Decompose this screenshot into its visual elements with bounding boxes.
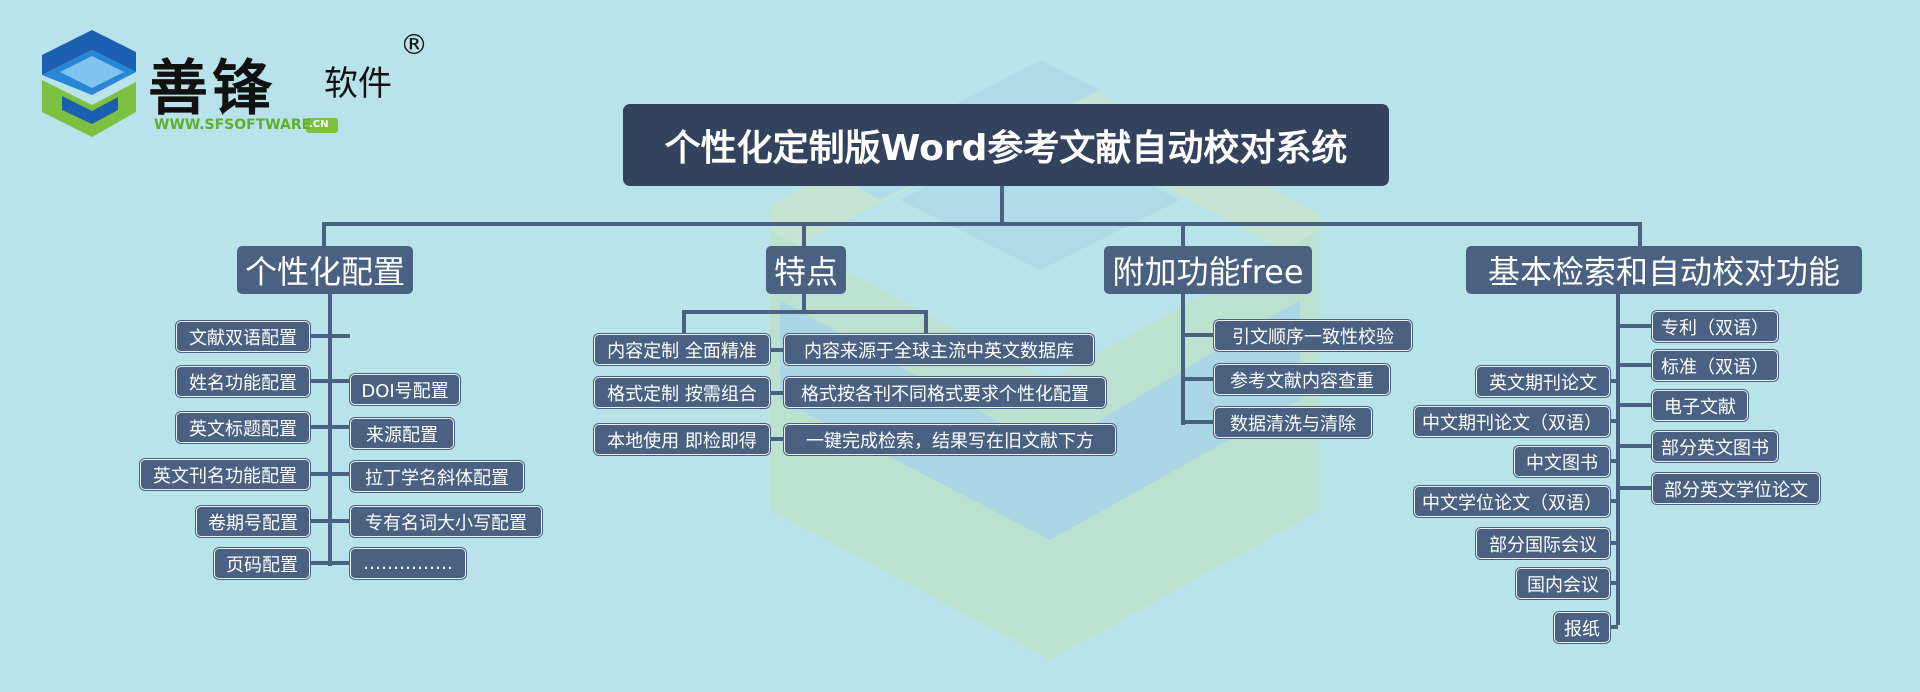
branch-extra-functions: 附加功能free	[1104, 246, 1312, 294]
basic-left-item: 中文期刊论文（双语）	[1414, 406, 1610, 437]
branch-basic-functions: 基本检索和自动校对功能	[1466, 246, 1862, 294]
extra-item: 引文顺序一致性校验	[1214, 320, 1412, 351]
registered-mark: ®	[400, 28, 428, 61]
brand-website: WWW.SFSOFTWARE	[154, 117, 312, 133]
brand-name: 善锋	[148, 54, 276, 124]
personal-left-item: 卷期号配置	[196, 506, 310, 537]
basic-left-item: 中文学位论文（双语）	[1414, 486, 1610, 517]
brand-domain: .CN	[309, 119, 329, 130]
basic-right-item: 部分英文图书	[1652, 431, 1778, 462]
basic-right-item: 标准（双语）	[1652, 350, 1778, 381]
personal-right-item: 专有名词大小写配置	[350, 506, 542, 537]
personal-left-item: 英文标题配置	[176, 412, 310, 443]
extra-item: 数据清洗与清除	[1214, 407, 1372, 438]
features-right-item: 格式按各刊不同格式要求个性化配置	[784, 377, 1106, 408]
personal-left-item: 姓名功能配置	[176, 366, 310, 397]
branch-features: 特点	[766, 246, 846, 294]
personal-left-item: 文献双语配置	[176, 321, 310, 352]
features-left-item: 格式定制 按需组合	[594, 377, 770, 408]
features-right-item: 内容来源于全球主流中英文数据库	[784, 334, 1094, 365]
features-left-item: 内容定制 全面精准	[594, 334, 770, 365]
personal-right-item: 来源配置	[350, 418, 454, 449]
brand-suffix: 软件	[324, 64, 392, 104]
features-left-item: 本地使用 即检即得	[594, 424, 770, 455]
basic-right-item: 电子文献	[1652, 390, 1748, 421]
basic-right-item: 专利（双语）	[1652, 311, 1778, 342]
basic-left-item: 国内会议	[1516, 568, 1610, 599]
personal-left-item: 英文刊名功能配置	[140, 459, 310, 490]
personal-right-item: ……………	[350, 548, 466, 579]
basic-right-item: 部分英文学位论文	[1652, 473, 1820, 504]
basic-left-item: 英文期刊论文	[1476, 366, 1610, 397]
personal-left-item: 页码配置	[214, 548, 310, 579]
domain-badge	[306, 118, 338, 133]
extra-item: 参考文献内容查重	[1214, 364, 1390, 395]
personal-right-item: 拉丁学名斜体配置	[350, 461, 524, 492]
connector-lines	[310, 186, 1652, 629]
features-right-item: 一键完成检索，结果写在旧文献下方	[784, 424, 1116, 455]
basic-left-item: 中文图书	[1514, 446, 1610, 477]
basic-left-item: 报纸	[1554, 612, 1610, 643]
basic-left-item: 部分国际会议	[1476, 528, 1610, 559]
diagram-title: 个性化定制版Word参考文献自动校对系统	[623, 104, 1389, 186]
branch-personal-config: 个性化配置	[237, 246, 413, 294]
company-logo-icon	[42, 30, 136, 137]
personal-right-item: DOI号配置	[350, 374, 460, 405]
